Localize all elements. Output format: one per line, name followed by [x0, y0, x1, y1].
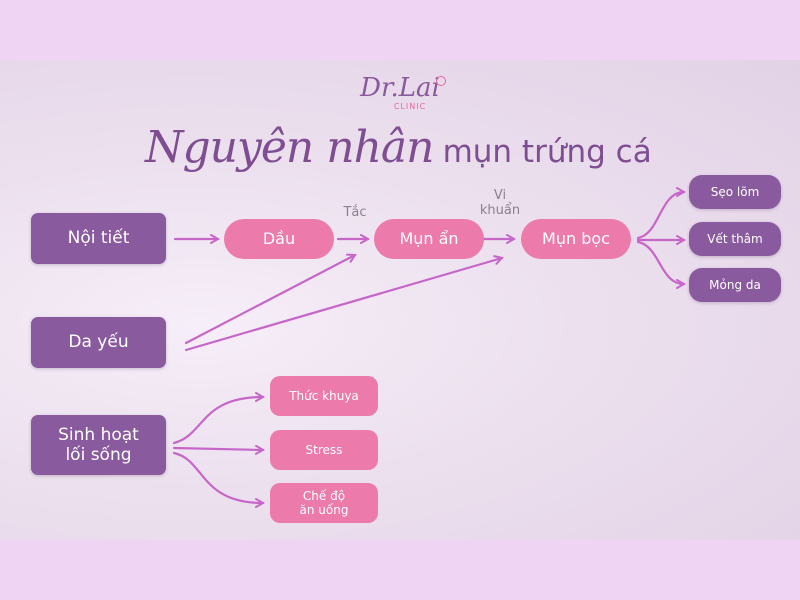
- consequence-seo-lom: Sẹo lõm: [689, 175, 781, 209]
- title-script: Nguyên nhân: [145, 122, 434, 173]
- logo-sub: CLINIC: [393, 102, 427, 111]
- stage-mun-an: Mụn ẩn: [374, 219, 484, 259]
- diagram-canvas: Dr.Lai CLINIC Nguyên nhân mụn trứng cá N…: [0, 60, 800, 540]
- page-title: Nguyên nhân mụn trứng cá: [145, 122, 685, 173]
- logo-brand: Dr.Lai: [360, 73, 440, 103]
- edge-label-vi-khuan: Vi khuẩn: [479, 188, 521, 218]
- consequence-vet-tham: Vết thâm: [689, 222, 781, 256]
- factor-che-do-an-uong: Chế độ ăn uống: [270, 483, 378, 523]
- cause-noi-tiet: Nội tiết: [31, 213, 166, 264]
- stage-mun-boc: Mụn bọc: [521, 219, 631, 259]
- cause-sinh-hoat: Sinh hoạt lối sống: [31, 415, 166, 475]
- cause-da-yeu: Da yếu: [31, 317, 166, 368]
- registered-mark-icon: [436, 76, 446, 86]
- consequence-mong-da: Mỏng da: [689, 268, 781, 302]
- stage-dau: Dầu: [224, 219, 334, 259]
- edge-label-tac: Tắc: [343, 205, 367, 220]
- brand-logo: Dr.Lai CLINIC: [350, 74, 450, 112]
- title-plain: mụn trứng cá: [442, 134, 652, 170]
- factor-stress: Stress: [270, 430, 378, 470]
- factor-thuc-khuya: Thức khuya: [270, 376, 378, 416]
